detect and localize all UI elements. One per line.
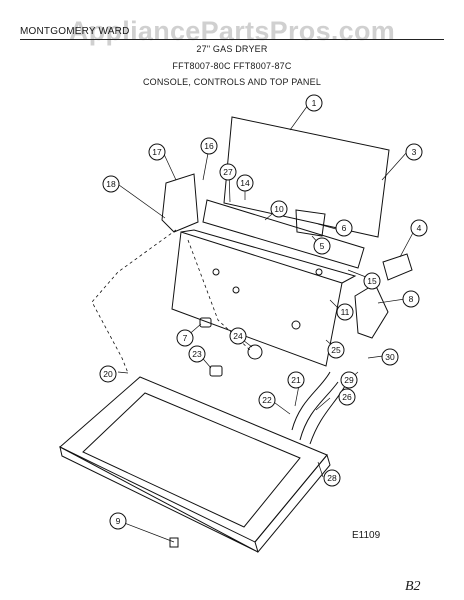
callout-25: 25	[327, 341, 345, 359]
callout-9: 9	[109, 512, 127, 530]
svg-text:15: 15	[367, 276, 377, 286]
callout-28: 28	[323, 469, 341, 487]
svg-text:14: 14	[240, 178, 250, 188]
svg-text:23: 23	[192, 349, 202, 359]
svg-text:20: 20	[103, 369, 113, 379]
callout-18: 18	[102, 175, 120, 193]
brand-header: MONTGOMERY WARD	[20, 26, 130, 37]
callout-24: 24	[229, 327, 247, 345]
knob-7	[199, 317, 212, 328]
switch-module	[382, 253, 413, 281]
callout-8: 8	[402, 290, 420, 308]
callout-26: 26	[338, 388, 356, 406]
svg-text:3: 3	[412, 147, 417, 157]
callout-23: 23	[188, 345, 206, 363]
svg-text:18: 18	[106, 179, 116, 189]
callout-14: 14	[236, 174, 254, 192]
callout-22: 22	[258, 391, 276, 409]
svg-text:4: 4	[417, 223, 422, 233]
console-top	[202, 199, 365, 269]
callout-11: 11	[336, 303, 354, 321]
callout-20: 20	[99, 365, 117, 383]
svg-text:26: 26	[342, 392, 352, 402]
header-rule	[20, 39, 444, 40]
model-numbers: FFT8007-80C FFT8007-87C	[172, 61, 292, 71]
callout-30: 30	[381, 348, 399, 366]
svg-text:21: 21	[291, 375, 301, 385]
svg-text:9: 9	[116, 516, 121, 526]
callout-1: 1	[305, 94, 323, 112]
svg-text:29: 29	[344, 375, 354, 385]
callout-6: 6	[335, 219, 353, 237]
svg-text:27: 27	[223, 167, 233, 177]
timer	[295, 209, 326, 237]
model-description: 27" GAS DRYER	[196, 44, 268, 54]
svg-text:7: 7	[183, 333, 188, 343]
svg-text:30: 30	[385, 352, 395, 362]
callout-17: 17	[148, 143, 166, 161]
callout-10: 10	[270, 200, 288, 218]
callout-16: 16	[200, 137, 218, 155]
ground-lead	[91, 229, 177, 374]
top-panel-inner	[82, 392, 301, 528]
left-end-cap	[161, 173, 199, 233]
callout-4: 4	[410, 219, 428, 237]
svg-text:16: 16	[204, 141, 214, 151]
page-mark: B2	[405, 579, 421, 594]
callout-27: 27	[219, 163, 237, 181]
callout-5: 5	[313, 237, 331, 255]
callout-7: 7	[176, 329, 194, 347]
knob-24	[247, 344, 263, 360]
svg-text:6: 6	[342, 223, 347, 233]
svg-text:5: 5	[320, 241, 325, 251]
svg-text:17: 17	[152, 147, 162, 157]
watermark: AppliancePartsPros.com	[68, 16, 396, 46]
callout-15: 15	[363, 272, 381, 290]
console-edge	[180, 229, 357, 284]
screw-9	[169, 537, 179, 548]
callout-3: 3	[405, 143, 423, 161]
svg-text:24: 24	[233, 331, 243, 341]
svg-text:1: 1	[312, 98, 317, 108]
section-title: CONSOLE, CONTROLS AND TOP PANEL	[142, 77, 322, 87]
svg-text:8: 8	[409, 294, 414, 304]
console-front	[171, 231, 343, 367]
callout-21: 21	[287, 371, 305, 389]
svg-text:28: 28	[327, 473, 337, 483]
callout-29: 29	[340, 371, 358, 389]
right-end-cap	[354, 283, 389, 339]
svg-text:22: 22	[262, 395, 272, 405]
svg-text:25: 25	[331, 345, 341, 355]
knob-23	[209, 365, 223, 377]
diagram-code: E1109	[352, 530, 381, 541]
svg-text:10: 10	[274, 204, 284, 214]
svg-text:11: 11	[341, 307, 350, 317]
